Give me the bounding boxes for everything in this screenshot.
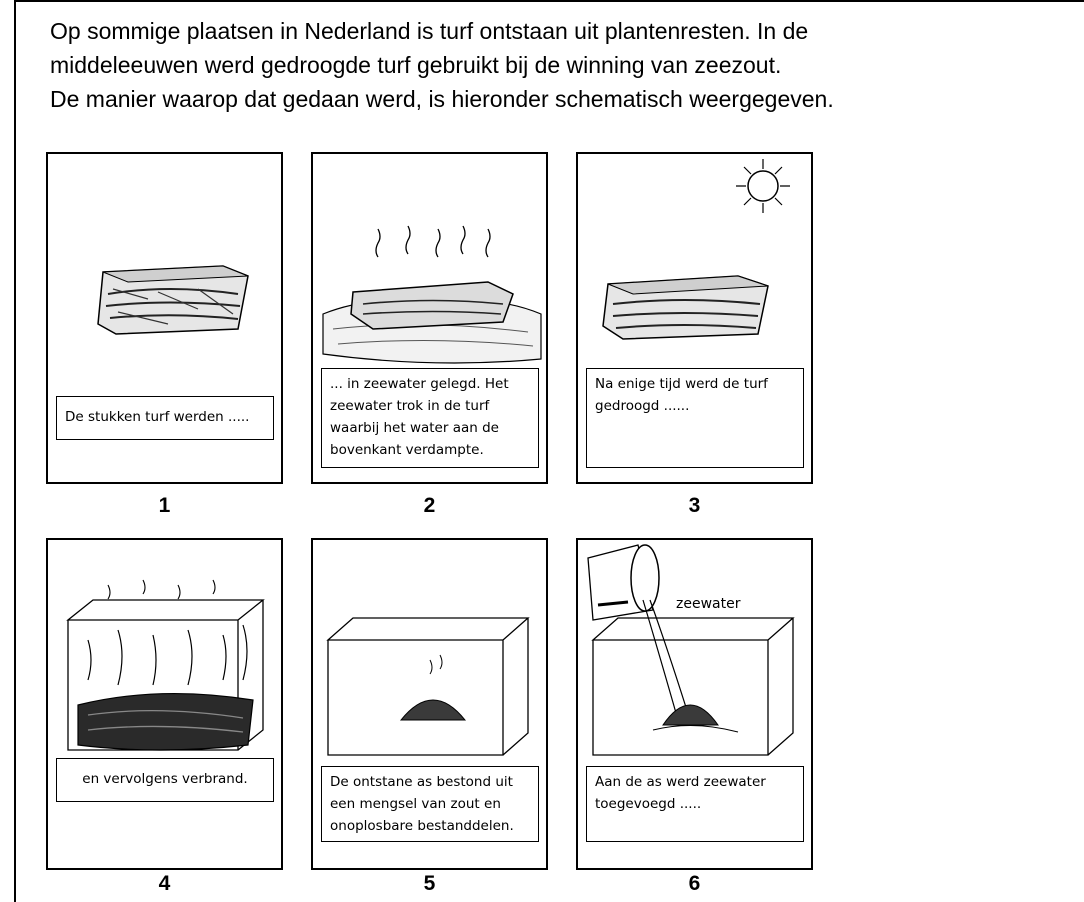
caption-line: en vervolgens verbrand. (82, 771, 248, 787)
panel-6: zeewater Aan de as werd zeewater toegevo… (576, 538, 813, 870)
panel-4: en vervolgens verbrand. (46, 538, 283, 870)
sun-icon (736, 159, 790, 213)
caption-line: ... in zeewater gelegd. Het (330, 376, 509, 392)
panel-1: De stukken turf werden ..... (46, 152, 283, 484)
caption-6: Aan de as werd zeewater toegevoegd ..... (586, 766, 804, 842)
pouring-seawater-illustration (587, 544, 795, 756)
caption-line: een mengsel van zout en (330, 796, 501, 812)
panel-number-5: 5 (423, 872, 436, 895)
panel-number-3: 3 (688, 494, 701, 517)
caption-line: De stukken turf werden ..... (65, 409, 250, 425)
caption-line: De ontstane as bestond uit (330, 774, 513, 790)
caption-4: en vervolgens verbrand. (56, 758, 274, 802)
panel-number-6: 6 (688, 872, 701, 895)
caption-line: Aan de as werd zeewater (595, 774, 766, 790)
page-frame (14, 0, 1084, 902)
panel-number-4: 4 (158, 872, 171, 895)
caption-line: gedroogd ...... (595, 398, 690, 414)
ash-heap-illustration (326, 617, 530, 756)
caption-line: Na enige tijd werd de turf (595, 376, 768, 392)
panel-2: ... in zeewater gelegd. Het zeewater tro… (311, 152, 548, 484)
caption-line: bovenkant verdampte. (330, 442, 484, 458)
caption-line: toegevoegd ..... (595, 796, 702, 812)
intro-line: De manier waarop dat gedaan werd, is hie… (50, 86, 834, 112)
caption-1: De stukken turf werden ..... (56, 396, 274, 440)
caption-line: waarbij het water aan de (330, 420, 499, 436)
peat-block-illustration (97, 265, 249, 335)
caption-line: zeewater trok in de turf (330, 398, 490, 414)
caption-3: Na enige tijd werd de turf gedroogd ....… (586, 368, 804, 468)
peat-in-seawater-illustration (322, 225, 542, 364)
caption-5: De ontstane as bestond uit een mengsel v… (321, 766, 539, 842)
intro-text: Op sommige plaatsen in Nederland is turf… (50, 14, 1050, 116)
panel-5: De ontstane as bestond uit een mengsel v… (311, 538, 548, 870)
intro-line: Op sommige plaatsen in Nederland is turf… (50, 18, 809, 44)
caption-line: onoplosbare bestanddelen. (330, 818, 514, 834)
panel-number-2: 2 (423, 494, 436, 517)
panel-3: Na enige tijd werd de turf gedroogd ....… (576, 152, 813, 484)
panel-number-1: 1 (158, 494, 171, 517)
seawater-label: zeewater (676, 596, 741, 612)
caption-2: ... in zeewater gelegd. Het zeewater tro… (321, 368, 539, 468)
burning-peat-illustration (66, 579, 265, 751)
drying-peat-illustration (602, 159, 790, 340)
intro-line: middeleeuwen werd gedroogde turf gebruik… (50, 52, 782, 78)
